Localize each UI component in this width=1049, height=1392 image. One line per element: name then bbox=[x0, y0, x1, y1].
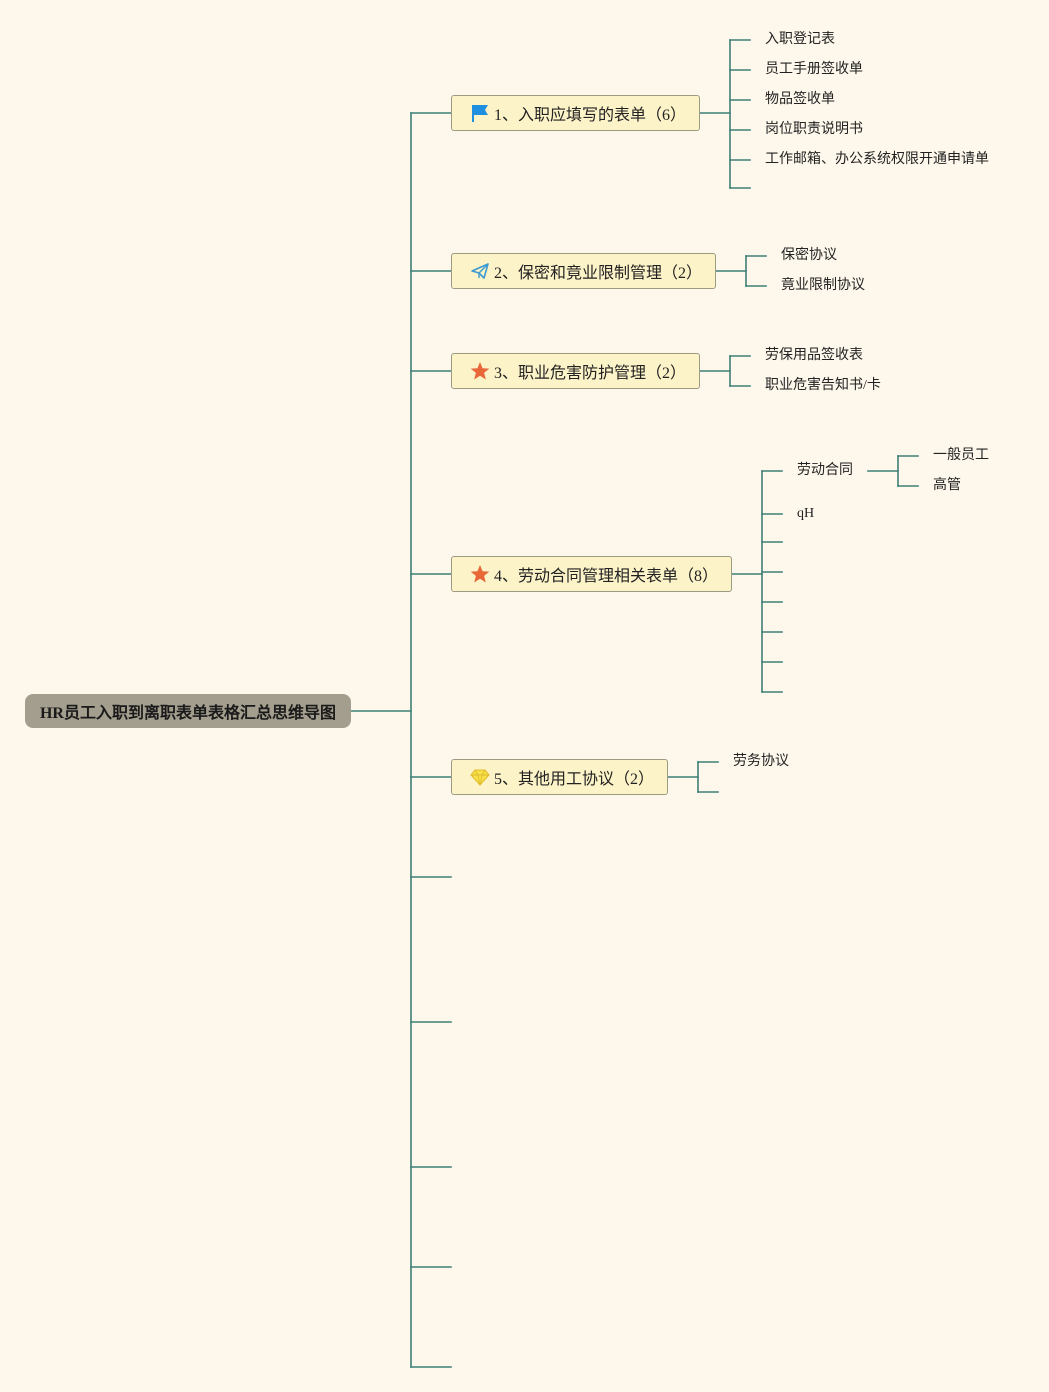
leaf-item[interactable]: 入职登记表 bbox=[765, 32, 835, 47]
topic-labor-contract[interactable]: 4、劳动合同管理相关表单（8） bbox=[451, 556, 732, 592]
leaf-item[interactable]: 竟业限制协议 bbox=[781, 278, 865, 293]
topic-label: 1、入职应填写的表单（6） bbox=[494, 107, 687, 124]
leaf-item[interactable]: 劳保用品签收表 bbox=[765, 348, 863, 363]
leaf-item[interactable]: 职业危害告知书/卡 bbox=[765, 378, 881, 393]
topic-occupational-hazard[interactable]: 3、职业危害防护管理（2） bbox=[451, 353, 700, 389]
topic-other-agreements[interactable]: 5、其他用工协议（2） bbox=[451, 759, 668, 795]
leaf-item[interactable]: 员工手册签收单 bbox=[765, 62, 863, 77]
leaf-item[interactable]: 岗位职责说明书 bbox=[765, 122, 863, 137]
topic-confidentiality[interactable]: 2、保密和竟业限制管理（2） bbox=[451, 253, 716, 289]
topic-label: 4、劳动合同管理相关表单（8） bbox=[494, 568, 719, 585]
paper-plane-icon bbox=[469, 260, 491, 282]
leaf-item[interactable]: qH bbox=[797, 506, 815, 521]
leaf-item[interactable]: 物品签收单 bbox=[765, 92, 835, 107]
root-node[interactable]: HR员工入职到离职表单表格汇总思维导图 bbox=[25, 694, 351, 728]
leaf-item[interactable]: 一般员工 bbox=[933, 448, 989, 463]
topic-label: 3、职业危害防护管理（2） bbox=[494, 365, 687, 382]
orange-star-icon bbox=[469, 563, 491, 585]
leaf-item[interactable]: 保密协议 bbox=[781, 248, 837, 263]
topic-label: 5、其他用工协议（2） bbox=[494, 771, 655, 788]
leaf-item[interactable]: 劳务协议 bbox=[733, 754, 789, 769]
blue-flag-icon bbox=[469, 102, 491, 124]
topic-label: 2、保密和竟业限制管理（2） bbox=[494, 265, 703, 282]
leaf-item[interactable]: 高管 bbox=[933, 478, 961, 493]
leaf-item[interactable]: 工作邮箱、办公系统权限开通申请单 bbox=[765, 152, 989, 167]
yellow-diamond-icon bbox=[469, 766, 491, 788]
root-title: HR员工入职到离职表单表格汇总思维导图 bbox=[39, 705, 336, 722]
leaf-item[interactable]: 劳动合同 bbox=[797, 463, 853, 478]
orange-star-icon bbox=[469, 360, 491, 382]
topic-onboarding-forms[interactable]: 1、入职应填写的表单（6） bbox=[451, 95, 700, 131]
